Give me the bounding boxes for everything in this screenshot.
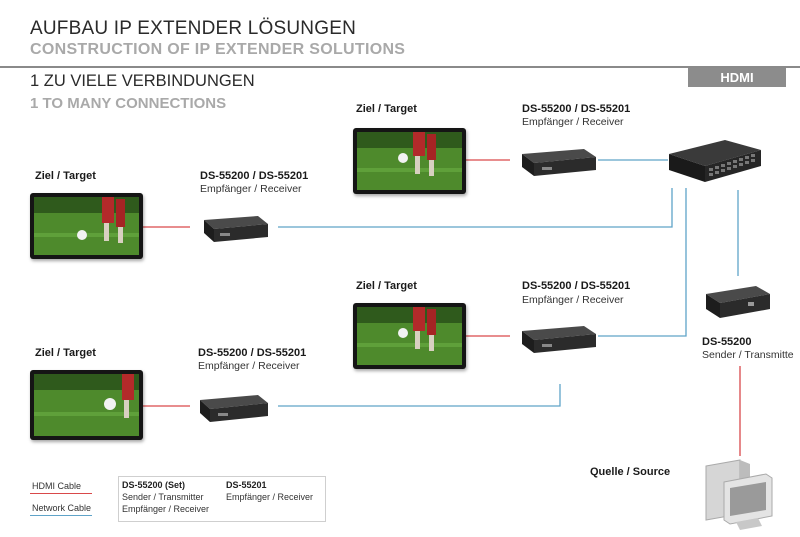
network-switch-icon: [665, 136, 763, 197]
soccer-scene-icon: [357, 307, 462, 365]
legend-single-model: DS-55201: [226, 480, 267, 490]
receiver-role: Empfänger / Receiver: [522, 116, 624, 128]
receiver-model: DS-55200 / DS-55201: [198, 347, 307, 359]
network-cable-receiver3: [598, 188, 687, 337]
subtitle-en: 1 TO MANY CONNECTIONS: [30, 95, 227, 112]
target-label: Ziel / Target: [35, 170, 96, 182]
target-display: [353, 128, 466, 194]
receiver-model: DS-55200 / DS-55201: [200, 170, 309, 182]
target-label: Ziel / Target: [35, 347, 96, 359]
network-cable-receiver1: [278, 188, 673, 228]
legend-box: [118, 476, 326, 522]
target-display: [353, 303, 466, 369]
receiver-role: Empfänger / Receiver: [200, 183, 302, 195]
legend-set-line1: Sender / Transmitter: [122, 492, 204, 502]
sender-model: DS-55200: [702, 336, 752, 348]
target-label: Ziel / Target: [356, 103, 417, 115]
network-cable-receiver4: [278, 384, 561, 407]
receiver-device-icon: [518, 144, 600, 185]
legend-set-model: DS-55200 (Set): [122, 480, 186, 490]
receiver-device-icon: [198, 212, 270, 251]
source-label: Quelle / Source: [590, 466, 671, 478]
legend-network-label: Network Cable: [32, 503, 92, 513]
target-label: Ziel / Target: [356, 280, 417, 292]
sender-role: Sender / Transmitte: [702, 349, 794, 361]
soccer-scene-icon: [34, 197, 139, 255]
target-display: [30, 193, 143, 259]
title-en: CONSTRUCTION OF IP EXTENDER SOLUTIONS: [30, 41, 406, 58]
receiver-device-icon: [196, 390, 272, 431]
legend-hdmi-line: [30, 493, 92, 495]
soccer-scene-icon: [34, 374, 139, 436]
legend-network-line: [30, 515, 92, 517]
subtitle-de: 1 ZU VIELE VERBINDUNGEN: [30, 72, 255, 90]
target-display: [30, 370, 143, 440]
receiver-device-icon: [518, 321, 600, 362]
soccer-scene-icon: [357, 132, 462, 190]
hdmi-badge: HDMI: [688, 68, 786, 87]
receiver-model: DS-55200 / DS-55201: [522, 280, 631, 292]
legend-set-line2: Empfänger / Receiver: [122, 504, 210, 514]
legend-hdmi-label: HDMI Cable: [32, 481, 82, 491]
computer-icon: [700, 456, 778, 537]
sender-device-icon: [702, 282, 774, 329]
title-de: AUFBAU IP EXTENDER LÖSUNGEN: [30, 18, 357, 39]
receiver-model: DS-55200 / DS-55201: [522, 103, 631, 115]
receiver-role: Empfänger / Receiver: [198, 360, 300, 372]
receiver-role: Empfänger / Receiver: [522, 294, 624, 306]
header-divider: [0, 66, 800, 68]
legend-single-line1: Empfänger / Receiver: [226, 492, 314, 502]
